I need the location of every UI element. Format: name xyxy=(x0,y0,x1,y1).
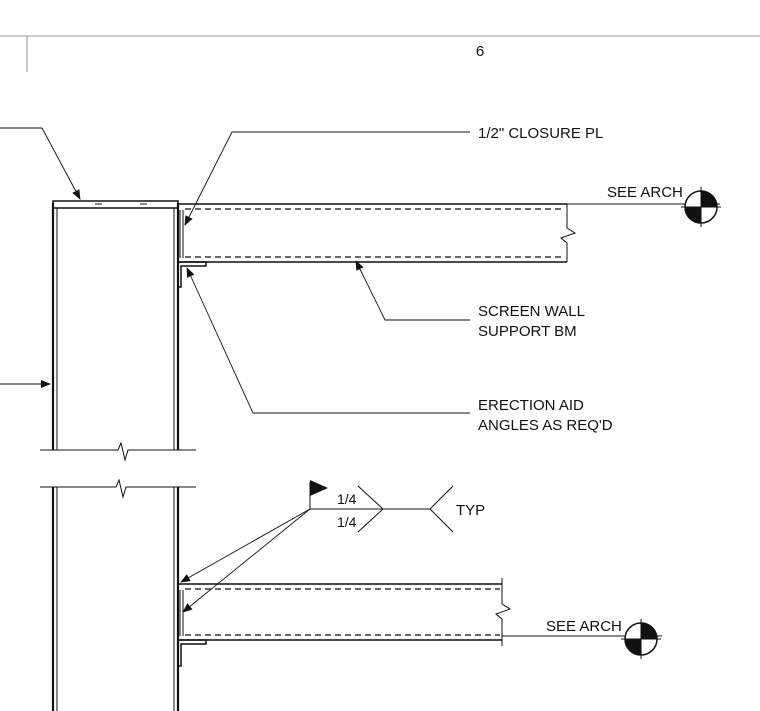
column-break-line xyxy=(40,441,196,499)
see-arch-label-bottom: SEE ARCH xyxy=(546,618,622,635)
weld-size-top: 1/4 xyxy=(337,491,357,507)
screen-wall-support-beam-top xyxy=(178,203,577,263)
closure-plate-leader xyxy=(184,131,470,226)
erection-aid-angle xyxy=(177,261,207,288)
sheet-border xyxy=(0,35,760,72)
see-arch-label-top: SEE ARCH xyxy=(607,184,683,201)
screen-wall-label-line2: SUPPORT BM xyxy=(478,323,577,340)
weld-tail-note: TYP xyxy=(456,502,485,519)
screen-wall-label-line1: SCREEN WALL xyxy=(478,303,585,320)
closure-plate-label: 1/2" CLOSURE PL xyxy=(478,125,603,142)
steel-column xyxy=(51,200,180,711)
screen-wall-beam-leader xyxy=(355,260,470,321)
elevation-datum-symbol xyxy=(681,187,721,227)
grid-line-number: 6 xyxy=(476,43,484,60)
erection-aid-leader xyxy=(186,267,470,414)
erection-aid-label-line2: ANGLES AS REQ'D xyxy=(478,417,613,434)
elevation-datum-symbol-bottom xyxy=(621,619,661,659)
erection-aid-label-line1: ERECTION AID xyxy=(478,397,584,414)
weld-size-bottom: 1/4 xyxy=(337,514,357,530)
erection-aid-angle-bottom xyxy=(177,639,207,667)
screen-wall-support-beam-bottom xyxy=(178,578,512,646)
weld-symbol xyxy=(180,480,454,613)
